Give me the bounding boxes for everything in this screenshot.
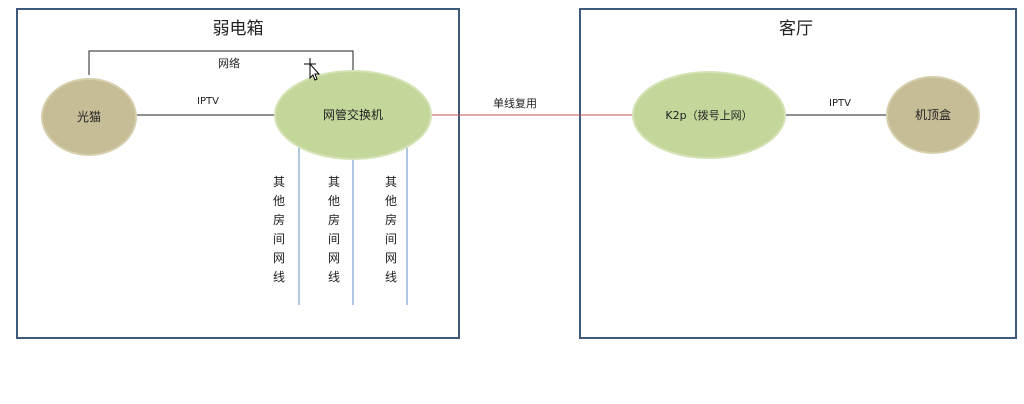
move-cursor-icon <box>304 58 321 81</box>
network-edge <box>88 50 354 75</box>
router-node <box>632 71 786 159</box>
room-line-label: 其他房间网线 <box>273 175 285 284</box>
modem-label: 光猫 <box>77 110 101 124</box>
switch-node <box>274 70 432 160</box>
router-label: K2p（拨号上网） <box>665 108 752 122</box>
iptv-left-label: IPTV <box>197 96 219 107</box>
room-line-label: 其他房间网线 <box>328 175 340 284</box>
right-box-title: 客厅 <box>779 19 813 39</box>
iptv-right-label: IPTV <box>829 98 851 109</box>
single-line-label: 单线复用 <box>493 96 537 110</box>
weak-current-box <box>16 8 460 339</box>
network-edge-label: 网络 <box>218 56 240 70</box>
left-box-title: 弱电箱 <box>213 19 264 39</box>
stb-node <box>886 76 980 154</box>
living-room-box <box>579 8 1017 339</box>
room-line-label: 其他房间网线 <box>385 175 397 284</box>
switch-label: 网管交换机 <box>323 107 383 122</box>
modem-node <box>41 78 137 156</box>
stb-label: 机顶盒 <box>915 107 951 122</box>
